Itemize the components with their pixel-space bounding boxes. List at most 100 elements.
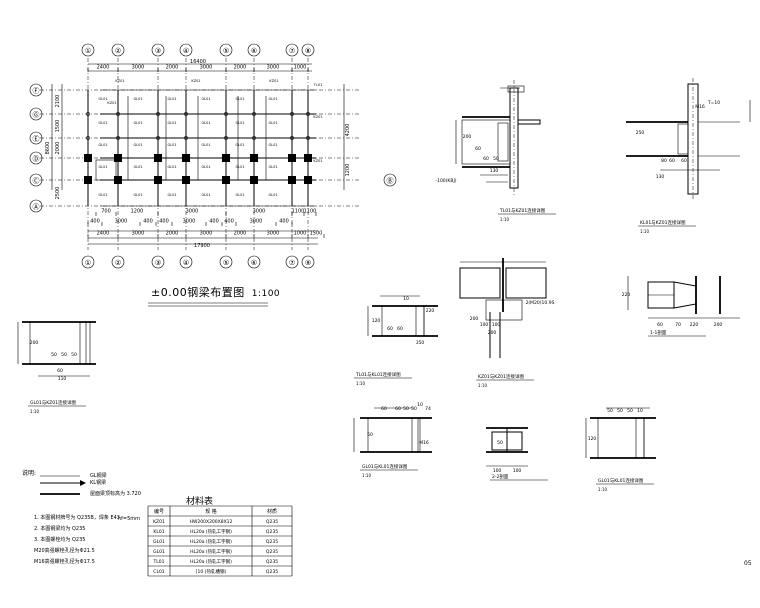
d1-dim: 60: [475, 146, 481, 152]
dim-left: 2500: [55, 187, 61, 200]
axis-bubble-top: [219, 43, 233, 57]
d9-dim: 120: [588, 436, 597, 442]
beam-tag: GL01: [235, 165, 244, 169]
dim-bottom-1: 700: [101, 209, 111, 215]
dim-bottom-2: 400: [159, 219, 169, 225]
d3-dim: 60: [397, 326, 403, 332]
table-cell: Q235: [266, 549, 278, 555]
dim-bottom-1: 3000: [253, 209, 266, 215]
d9-scale: 1:10: [598, 487, 607, 492]
dim-right: 1200: [345, 164, 351, 177]
column-tag: KZ01: [115, 79, 124, 83]
d6-dim: 200: [714, 322, 723, 328]
d3-scale: 1:10: [356, 381, 365, 386]
axis-bubble-bottom: [81, 255, 95, 269]
column-marker: [154, 176, 162, 184]
d4-dim: 50: [71, 352, 77, 358]
joint-marker: [252, 136, 256, 140]
axis-label-bottom: ⑨: [305, 259, 311, 267]
column-marker: [182, 176, 190, 184]
dim-left: 2100: [55, 95, 61, 108]
axis-label-top: ⑦: [289, 47, 295, 55]
dim-bottom-2: 400: [143, 219, 153, 225]
axis-bubble-bottom: [179, 255, 193, 269]
dim-left-total: 8600: [45, 142, 51, 155]
dim-bottom-3: 1500: [310, 231, 323, 237]
table-cell: HL20a (热轧工字钢): [190, 558, 232, 565]
axis-bubble-left: [29, 151, 43, 165]
axis-bubble-left: [29, 173, 43, 187]
dim-bottom-2: 400: [90, 219, 100, 225]
note-5: M16高强螺栓孔径为Φ17.5: [34, 559, 95, 565]
axis-bubble-top: [285, 43, 299, 57]
d7-dim: 50: [403, 406, 409, 412]
beam-tag: GL01: [268, 97, 277, 101]
note-3: 3. 本图螺栓均为 Q235: [34, 537, 86, 543]
table-cell: Q235: [266, 519, 278, 525]
beam-tag: GL01: [133, 143, 142, 147]
legend-item-roof: 屋面梁顶标高为 3.720: [90, 491, 141, 497]
joint-marker: [306, 112, 310, 116]
axis-bubble-top: [81, 43, 95, 57]
dim-top: 2000: [234, 65, 247, 71]
axis-label-bottom: ④: [183, 259, 189, 267]
axis-label-bottom: ③: [155, 259, 161, 267]
dim-top: 3000: [132, 65, 145, 71]
table-header: 材质: [267, 508, 277, 515]
d1-scale: 1:10: [500, 217, 509, 222]
d9-title: GL01与KL01连接详图: [598, 477, 644, 484]
joint-marker: [306, 136, 310, 140]
plan-title-text: ±0.00钢梁布置图: [151, 286, 245, 299]
d2-dim: 60: [681, 158, 687, 164]
table-cell: HW200X200X8X12: [190, 519, 233, 525]
table-header: 编号: [154, 508, 164, 515]
d4-dim: 110: [58, 376, 67, 382]
joint-marker: [116, 136, 120, 140]
axis-bubble-top: [301, 43, 315, 57]
d3-dim: 10: [403, 296, 409, 302]
axis-bubble-bottom: [151, 255, 165, 269]
dim-bottom-2: 3000: [183, 219, 196, 225]
axis-bubble-top: [179, 43, 193, 57]
dim-bottom-3: 2000: [234, 231, 247, 237]
column-tag: KZ01: [313, 159, 322, 163]
table-cell: HL20a (热轧工字钢): [190, 528, 232, 535]
table-cell: Q235: [266, 529, 278, 535]
dim-top: 3000: [200, 65, 213, 71]
d1-dim: 60: [483, 156, 489, 162]
d3-title: TL01与KL01连接详图: [355, 371, 401, 378]
d3-dim: 220: [426, 308, 435, 314]
d9-dim: 50: [627, 408, 633, 414]
note-2: 2. 本图钢梁均为 Q235: [34, 526, 86, 532]
d7-dim: 60: [395, 406, 401, 412]
d9-dim: 50: [617, 408, 623, 414]
axis-label-left: Ⓔ: [33, 135, 40, 143]
table-cell: CL01: [153, 569, 165, 575]
d7-title: GL01与KL01连接详图: [362, 463, 408, 470]
axis-label-top: ⑧: [305, 47, 311, 55]
beam-tag: GL01: [201, 97, 210, 101]
column-marker: [304, 176, 312, 184]
beam-tag: GL01: [235, 193, 244, 197]
column-marker: [114, 176, 122, 184]
column-marker: [114, 154, 122, 162]
detail-gl01-kl01-b: [585, 407, 656, 459]
column-marker: [250, 176, 258, 184]
d1-dim: -100(KBJ): [435, 178, 456, 184]
joint-marker: [86, 112, 90, 116]
d2-dim: T=10: [707, 100, 720, 106]
d1-dim: 50: [493, 156, 499, 162]
note-1: 1. 本图钢材牌号为 Q235B，焊条 E43: [34, 515, 120, 521]
beam-tag: GL01: [133, 121, 142, 125]
axis-label-left: Ⓕ: [33, 87, 40, 95]
d8-dim: 50: [497, 440, 503, 446]
beam-tag: GL01: [235, 121, 244, 125]
d6-dim: 60: [657, 322, 663, 328]
d3-dim: 120: [372, 318, 381, 324]
table-cell: [10 (热轧槽钢): [196, 568, 227, 575]
beam-tag: GL01: [98, 193, 107, 197]
table-cell: Q235: [266, 569, 278, 575]
column-marker: [222, 154, 230, 162]
